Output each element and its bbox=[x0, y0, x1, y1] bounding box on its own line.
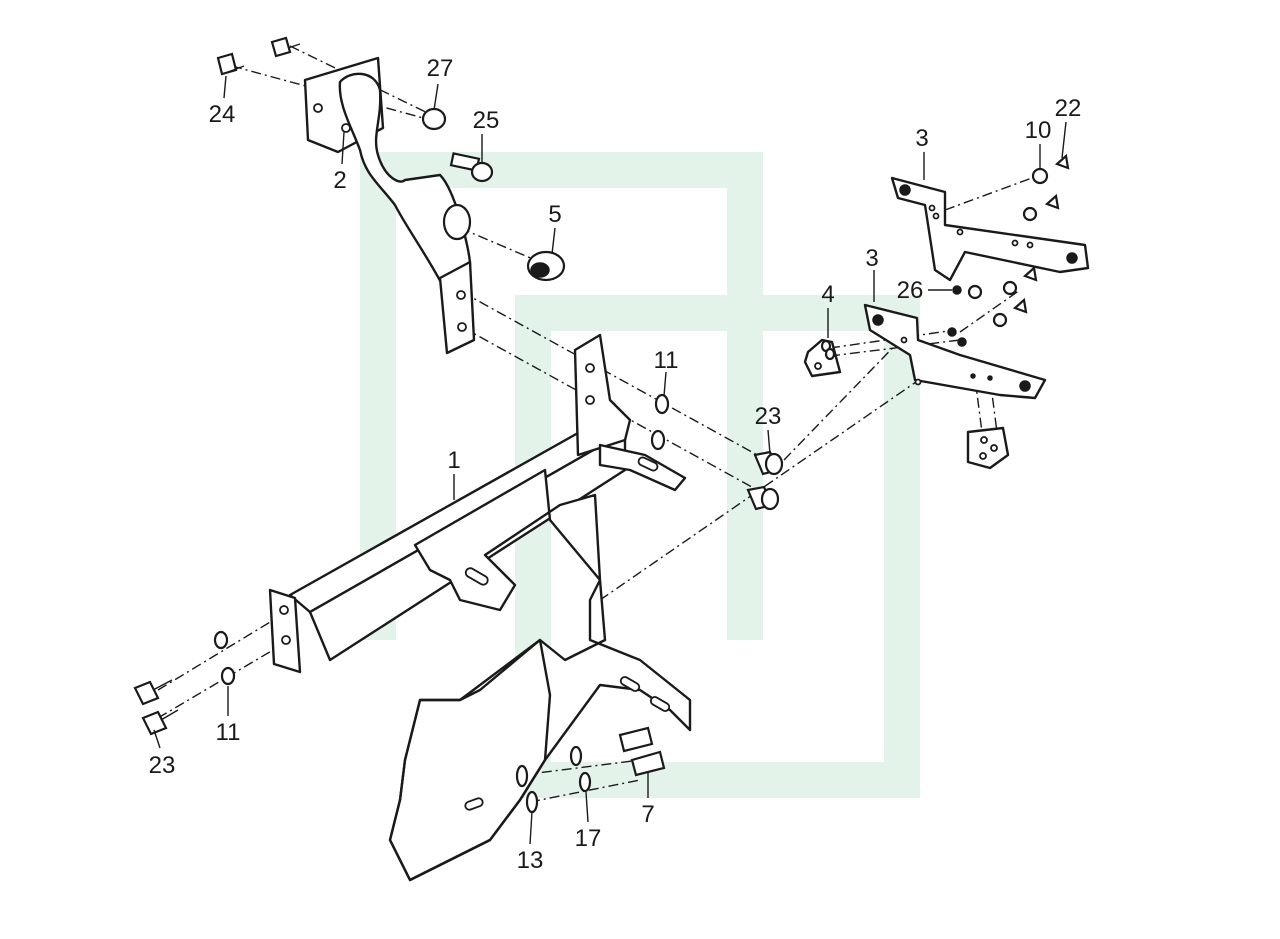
callout-5: 5 bbox=[548, 201, 561, 228]
nuts-washers-10-22 bbox=[992, 153, 1070, 328]
callout-25: 25 bbox=[473, 107, 500, 134]
main-frame-part-1 bbox=[268, 333, 692, 882]
nut-27 bbox=[421, 107, 447, 131]
callout-labels: 24 27 25 2 5 3 10 22 3 26 4 11 23 1 11 2… bbox=[149, 55, 1082, 874]
callout-23-left: 23 bbox=[149, 752, 176, 779]
right-bracket-part-3-upper bbox=[890, 176, 1090, 282]
callout-10: 10 bbox=[1025, 117, 1052, 144]
callout-26: 26 bbox=[897, 277, 924, 304]
callout-11-lower: 11 bbox=[216, 719, 241, 746]
bolts-23-right bbox=[746, 450, 784, 511]
callout-3-lower: 3 bbox=[865, 245, 878, 272]
bolt-upper-head bbox=[270, 36, 301, 58]
callout-3-upper: 3 bbox=[915, 125, 928, 152]
callout-4: 4 bbox=[821, 281, 834, 308]
callout-1: 1 bbox=[447, 447, 460, 474]
callout-27: 27 bbox=[427, 55, 454, 82]
washer-11-upper bbox=[650, 393, 670, 451]
lockwashers-17 bbox=[569, 745, 592, 793]
bolt-25 bbox=[449, 152, 494, 183]
callout-7: 7 bbox=[641, 801, 654, 828]
callout-13: 13 bbox=[517, 847, 544, 874]
callout-23-right: 23 bbox=[755, 403, 782, 430]
callout-24: 24 bbox=[209, 101, 236, 128]
bolt-24 bbox=[216, 52, 245, 76]
callout-2: 2 bbox=[333, 167, 346, 194]
callout-17: 17 bbox=[575, 825, 602, 852]
clip-part-4 bbox=[803, 338, 842, 378]
grommet-5 bbox=[526, 250, 566, 282]
upper-bracket-part-2 bbox=[303, 56, 476, 355]
plate-lower-right bbox=[966, 426, 1010, 470]
bolts-7 bbox=[618, 726, 666, 777]
leader-lines bbox=[153, 75, 1067, 845]
washers-11-left bbox=[213, 630, 236, 686]
bolts-23-left bbox=[133, 679, 179, 736]
nut-26 bbox=[952, 284, 983, 300]
right-bracket-part-3-lower bbox=[863, 303, 1047, 400]
callout-11-upper: 11 bbox=[654, 347, 679, 374]
callout-22: 22 bbox=[1055, 95, 1082, 122]
